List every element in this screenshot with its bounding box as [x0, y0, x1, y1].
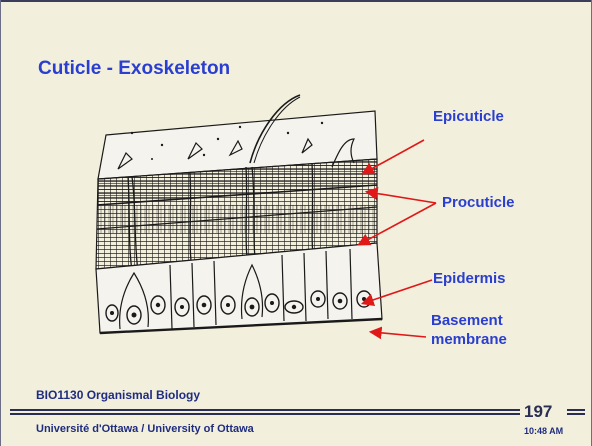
cuticle-illustration	[92, 93, 392, 353]
label-procuticle: Procuticle	[442, 194, 515, 211]
left-border	[0, 0, 1, 446]
university-name: Université d'Ottawa / University of Otta…	[36, 423, 254, 435]
label-basement-line2: membrane	[431, 331, 507, 348]
label-epidermis: Epidermis	[433, 270, 506, 287]
footer-rule-left	[10, 409, 520, 415]
course-name: BIO1130 Organismal Biology	[36, 388, 200, 402]
label-basement-line1: Basement	[431, 312, 503, 329]
slide-time: 10:48 AM	[524, 426, 563, 436]
footer-rule-right	[567, 409, 585, 415]
label-epicuticle: Epicuticle	[433, 108, 504, 125]
page-number: 197	[524, 402, 552, 422]
top-border	[0, 0, 592, 2]
slide-title: Cuticle - Exoskeleton	[38, 58, 230, 80]
